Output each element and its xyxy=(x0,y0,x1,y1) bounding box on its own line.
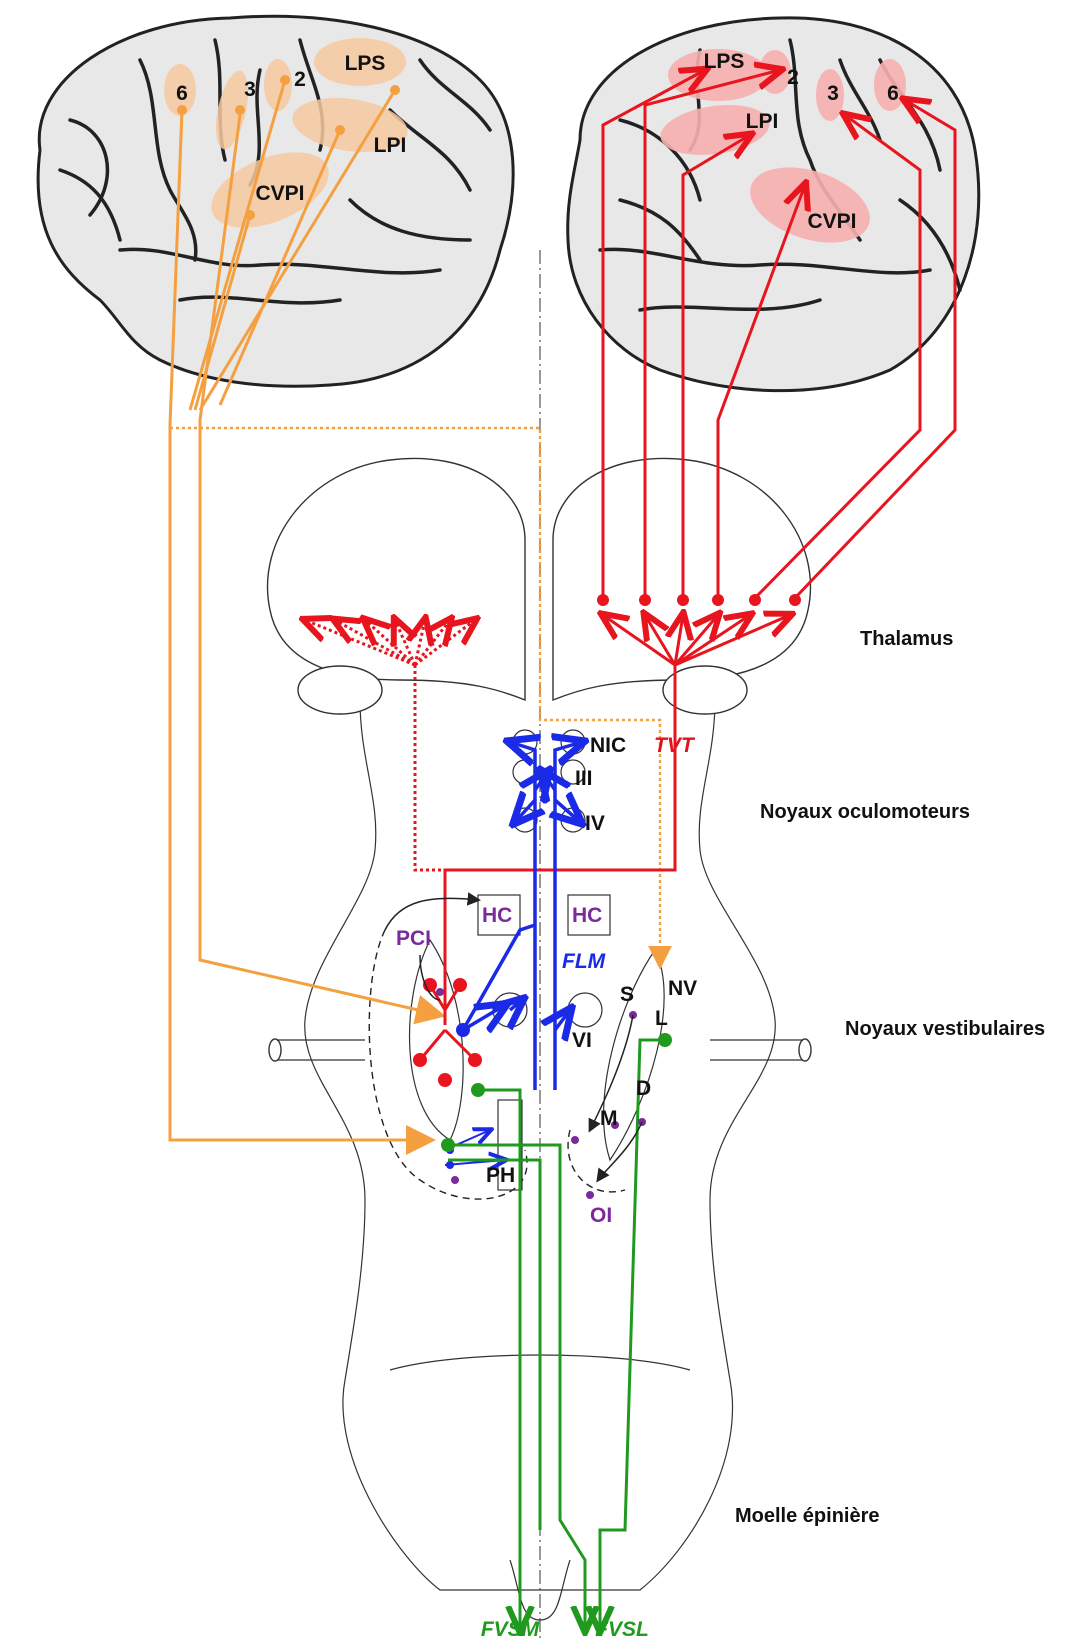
label-hc-right: HC xyxy=(572,904,602,927)
left-area-lpi: LPI xyxy=(374,134,407,157)
label-ph: PH xyxy=(486,1164,515,1187)
right-area-6: 6 xyxy=(887,82,899,105)
label-iv: IV xyxy=(585,812,605,835)
right-area-lpi: LPI xyxy=(746,110,779,133)
left-area-3: 3 xyxy=(244,78,256,101)
left-area-lps: LPS xyxy=(345,52,386,75)
label-fvsl: FVSL xyxy=(595,1618,649,1638)
label-flm: FLM xyxy=(562,950,606,973)
right-cortex xyxy=(568,18,979,391)
left-area-2: 2 xyxy=(294,68,306,91)
left-area-cvpi: CVPI xyxy=(255,182,304,205)
label-thalamus: Thalamus xyxy=(860,628,953,650)
label-spinal-cord: Moelle épinière xyxy=(735,1505,880,1527)
label-hc-left: HC xyxy=(482,904,512,927)
label-s: S xyxy=(620,983,634,1006)
label-d: D xyxy=(636,1077,651,1100)
label-iii: III xyxy=(575,767,593,790)
label-nv: NV xyxy=(668,977,697,1000)
label-l: L xyxy=(655,1007,668,1030)
label-vi: VI xyxy=(572,1029,592,1052)
right-area-3: 3 xyxy=(827,82,839,105)
label-tvt: TVT xyxy=(654,734,696,757)
label-pci: PCI xyxy=(396,927,431,950)
label-vestibular-nuclei: Noyaux vestibulaires xyxy=(845,1018,1045,1040)
left-area-6: 6 xyxy=(176,82,188,105)
label-fvsm: FVSM xyxy=(481,1618,540,1638)
right-area-2: 2 xyxy=(787,66,799,89)
label-oculomotor-nuclei: Noyaux oculomoteurs xyxy=(760,801,970,823)
label-nic: NIC xyxy=(590,734,626,757)
nuclei-labels: NIC III IV VI HC HC PCI PH NV S L D M OI xyxy=(396,734,697,1227)
right-area-cvpi: CVPI xyxy=(807,210,856,233)
right-area-lps: LPS xyxy=(704,50,745,73)
label-oi: OI xyxy=(590,1204,612,1227)
label-m: M xyxy=(600,1107,618,1130)
vestibulospinal-green xyxy=(441,1033,672,1630)
side-labels: Thalamus Noyaux oculomoteurs Noyaux vest… xyxy=(735,628,1045,1527)
